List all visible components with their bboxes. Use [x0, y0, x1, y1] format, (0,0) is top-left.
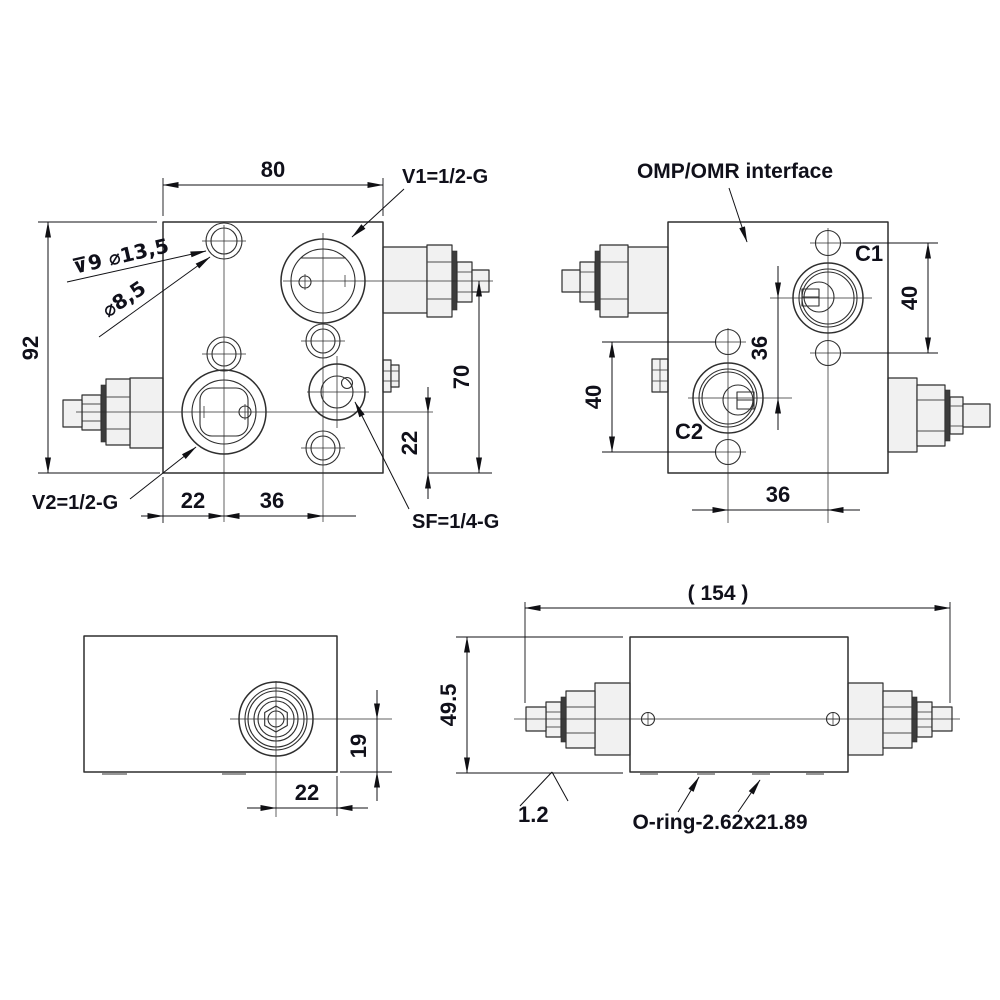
leader-oring-2 [737, 779, 761, 813]
dim-22-bottom-label: 22 [181, 488, 205, 513]
front-centerlines [76, 225, 493, 522]
profile-block [629, 636, 849, 773]
profile-screws [640, 711, 841, 727]
dim-40-right-label: 40 [897, 286, 922, 310]
dim-front-22-side: 22 [397, 387, 431, 499]
dim-port-offset-36: 36 [747, 266, 781, 430]
dim-port-spacing-36: 36 [692, 482, 860, 513]
dim-154-label: ( 154 ) [688, 582, 749, 605]
iface-callouts: OMP/OMR interface C1 C2 [637, 160, 883, 444]
dim-front-70: 70 [428, 280, 492, 474]
dim-49-5-label: 49.5 [436, 684, 461, 727]
dim-front-width: 80 [162, 157, 384, 216]
side-centerlines [230, 681, 392, 817]
dim-c2-bolts-40: 40 [581, 341, 716, 453]
leader-v2 [129, 446, 197, 500]
leader-counterbore [66, 250, 207, 283]
interface-view: 40 36 40 36 OMP/OMR interface C1 C2 [561, 160, 991, 523]
dim-36-bottom-label: 36 [260, 488, 284, 513]
dim-70-label: 70 [449, 365, 474, 389]
dim-profile-height: 49.5 [436, 636, 623, 774]
profile-view: ( 154 ) 49.5 1.2 O-ring-2.62x21.89 [436, 582, 960, 834]
dim-side-22: 22 [247, 776, 368, 816]
dim-profile-length: ( 154 ) [524, 582, 951, 703]
leader-thru-hole [98, 256, 211, 338]
dim-36-bottom-iface-label: 36 [766, 482, 790, 507]
iface-fitting-right [887, 377, 991, 453]
label-counterbore: ⊽9 ⌀13,5 [70, 233, 171, 279]
port-v1 [280, 238, 366, 324]
label-interface-title: OMP/OMR interface [637, 160, 833, 183]
dim-front-bottom: 22 36 [141, 477, 356, 523]
label-c2: C2 [675, 419, 703, 444]
dim-c1-bolts-40: 40 [843, 242, 938, 354]
port-c2 [692, 328, 764, 466]
dim-side-19: 19 [340, 690, 392, 801]
dim-40-left-label: 40 [581, 385, 606, 409]
leader-interface [728, 187, 748, 243]
label-sf: SF=1/4-G [412, 511, 499, 533]
dim-92-label: 92 [18, 336, 43, 360]
port-c1 [792, 229, 864, 367]
iface-plug-left [651, 358, 669, 393]
interface-block [667, 221, 889, 474]
label-v2: V2=1/2-G [32, 492, 118, 514]
iface-fitting-left [561, 244, 669, 318]
port-sf [308, 363, 366, 421]
leader-v1 [351, 188, 405, 238]
leader-oring-1 [677, 776, 700, 813]
label-oring: O-ring-2.62x21.89 [632, 811, 807, 834]
leader-sf [354, 401, 410, 510]
dim-1-2-label: 1.2 [518, 802, 549, 827]
dim-22-side-label: 22 [397, 431, 422, 455]
dim-22-side-view-label: 22 [295, 780, 319, 805]
front-fitting-left-v2 [62, 377, 164, 449]
front-block [162, 221, 384, 474]
front-mounting-holes [205, 222, 341, 466]
label-c1: C1 [855, 241, 883, 266]
oring-callout: O-ring-2.62x21.89 [632, 776, 808, 834]
side-block [83, 635, 338, 773]
dim-36-mid-label: 36 [747, 336, 772, 360]
dim-80-label: 80 [261, 157, 285, 182]
label-thru-hole: ⌀8,5 [97, 276, 150, 322]
front-view: 80 92 70 22 22 [18, 157, 499, 533]
dim-19-label: 19 [346, 734, 371, 758]
side-view: 19 22 [83, 635, 392, 817]
front-plug-right-sf [382, 359, 400, 393]
chamfer-callout: 1.2 [518, 771, 569, 827]
dim-front-height: 92 [18, 221, 160, 474]
port-v2 [181, 369, 267, 455]
label-v1: V1=1/2-G [402, 166, 488, 188]
front-callouts: V1=1/2-G V2=1/2-G SF=1/4-G ⊽9 ⌀13,5 ⌀8,5 [32, 166, 499, 533]
